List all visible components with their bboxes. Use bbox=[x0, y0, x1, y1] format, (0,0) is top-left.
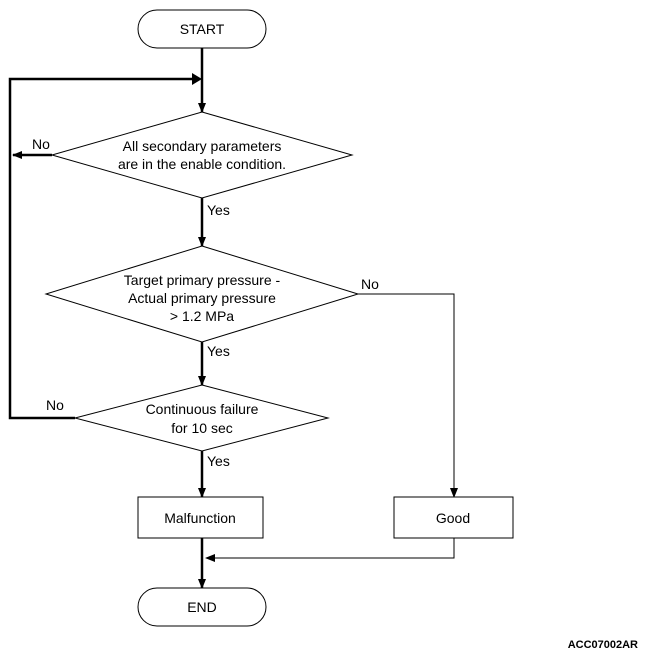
decision-2-no-arrow bbox=[358, 293, 458, 498]
decision-2-line-2: Actual primary pressure bbox=[128, 290, 276, 306]
malfunction-box: Malfunction bbox=[137, 496, 264, 539]
decision-2-line-3: > 1.2 MPa bbox=[170, 308, 234, 324]
end-node: END bbox=[137, 587, 267, 627]
good-to-end-arrow bbox=[205, 538, 455, 562]
decision-3-no-label: No bbox=[46, 397, 64, 413]
decision-1-no-label: No bbox=[32, 136, 50, 152]
decision-3-line-1: Continuous failure bbox=[146, 401, 259, 417]
decision-3-continuous-failure: Continuous failure for 10 sec bbox=[73, 384, 330, 452]
decision-3-yes-label: Yes bbox=[207, 453, 230, 469]
retry-loop-arrowhead bbox=[192, 73, 202, 85]
figure-code: ACC07002AR bbox=[568, 639, 638, 651]
decision-1-line-2: are in the enable condition. bbox=[118, 156, 286, 172]
start-label: START bbox=[180, 21, 225, 37]
decision-1-enable-condition: All secondary parameters are in the enab… bbox=[50, 111, 354, 199]
decision-2-line-1: Target primary pressure - bbox=[124, 272, 281, 288]
good-box: Good bbox=[393, 496, 514, 539]
decision-2-pressure-difference: Target primary pressure - Actual primary… bbox=[44, 245, 360, 343]
decision-1-yes-label: Yes bbox=[207, 202, 230, 218]
end-label: END bbox=[187, 599, 217, 615]
good-label: Good bbox=[436, 510, 470, 526]
decision-2-no-label: No bbox=[361, 276, 379, 292]
malfunction-label: Malfunction bbox=[164, 510, 236, 526]
decision-3-line-2: for 10 sec bbox=[171, 420, 232, 436]
retry-loop-line bbox=[8, 77, 197, 420]
decision-2-yes-label: Yes bbox=[207, 343, 230, 359]
start-node: START bbox=[137, 9, 267, 49]
decision-1-line-1: All secondary parameters bbox=[123, 138, 282, 154]
